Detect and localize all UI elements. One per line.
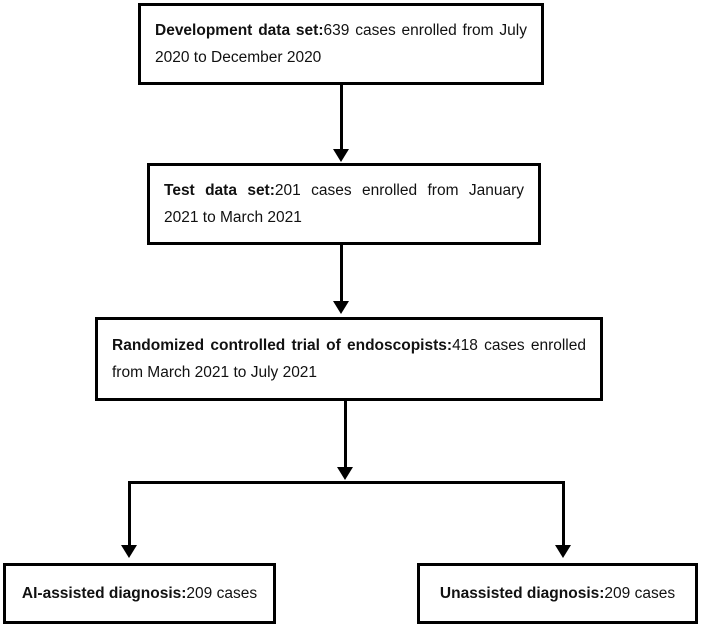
node-test-text: Test data set:201 cases enrolled from Ja… (150, 177, 538, 231)
node-unassisted-body: 209 cases (604, 584, 676, 602)
connector-test-to-rct-arrowhead-icon (333, 301, 349, 314)
node-test-data-set: Test data set:201 cases enrolled from Ja… (147, 163, 541, 245)
node-development-data-set: Development data set:639 cases enrolled … (138, 3, 544, 85)
node-test-body: 201 cases enrolled from January 2021 to … (164, 181, 524, 226)
node-ai-label: AI-assisted diagnosis: (21, 584, 187, 602)
node-rct-label: Randomized controlled trial of endoscopi… (112, 336, 453, 354)
node-development-body: 639 cases enrolled from July 2020 to Dec… (155, 21, 527, 66)
connector-development-to-test-arrowhead-icon (333, 149, 349, 162)
connector-rct-to-split-arrowhead-icon (337, 467, 353, 480)
connector-split-to-unassisted-arrowhead-icon (555, 545, 571, 558)
node-development-text: Development data set:639 cases enrolled … (141, 17, 541, 71)
node-rct-text: Randomized controlled trial of endoscopi… (98, 332, 600, 386)
node-unassisted-diagnosis: Unassisted diagnosis:209 cases (417, 563, 698, 624)
connector-rct-to-split-line (344, 401, 347, 469)
node-unassisted-label: Unassisted diagnosis: (439, 584, 605, 602)
connector-test-to-rct-line (340, 245, 343, 303)
connector-split-to-unassisted-line (562, 481, 565, 547)
connector-split-to-ai-line (128, 481, 131, 547)
node-test-label: Test data set: (164, 181, 275, 199)
node-unassisted-text: Unassisted diagnosis:209 cases (420, 580, 695, 607)
node-randomized-controlled-trial: Randomized controlled trial of endoscopi… (95, 317, 603, 401)
node-rct-body: 418 cases enrolled from March 2021 to Ju… (112, 336, 586, 381)
connector-development-to-test-line (340, 85, 343, 151)
connector-split-to-ai-arrowhead-icon (121, 545, 137, 558)
node-development-label: Development data set: (155, 21, 324, 39)
connector-split-bar (128, 481, 565, 484)
node-ai-assisted-diagnosis: AI-assisted diagnosis:209 cases (3, 563, 276, 624)
node-ai-text: AI-assisted diagnosis:209 cases (6, 580, 273, 607)
node-ai-body: 209 cases (186, 584, 258, 602)
